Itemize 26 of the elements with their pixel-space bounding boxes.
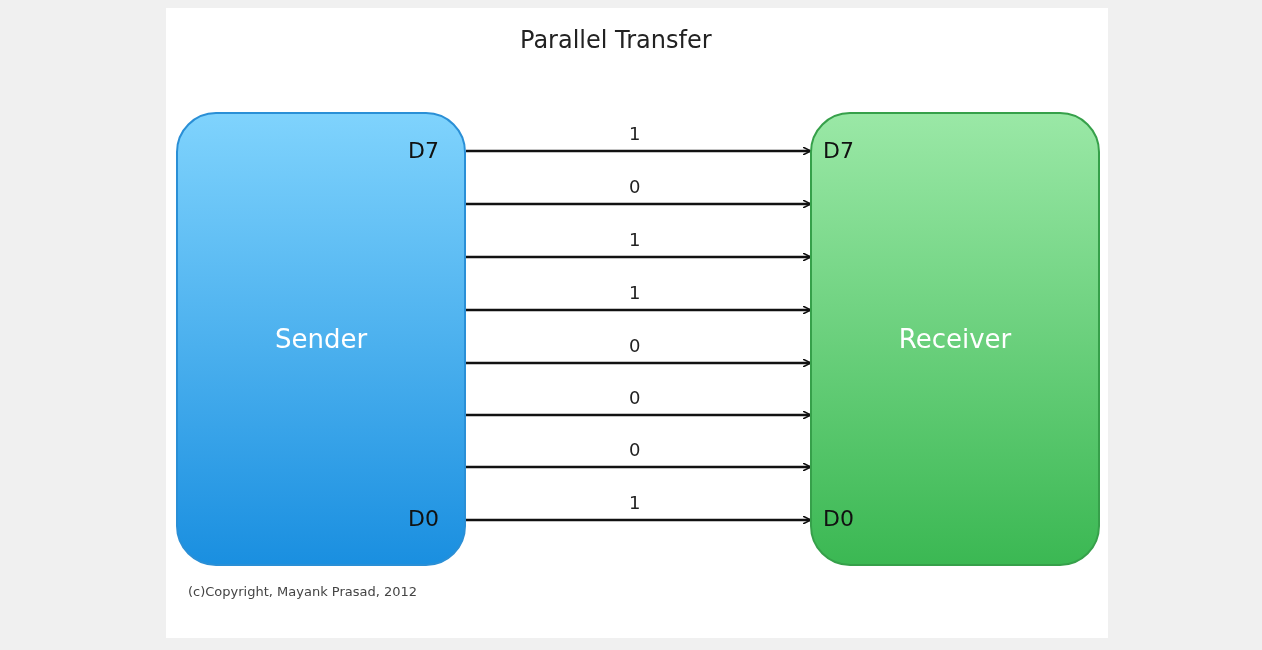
edge-label: 0 bbox=[629, 387, 641, 408]
arrow bbox=[466, 515, 812, 525]
pin-label: D7 bbox=[823, 138, 854, 163]
arrow bbox=[466, 305, 812, 315]
box-label: Receiver bbox=[898, 324, 1012, 354]
receiver-box bbox=[810, 112, 1100, 566]
arrow bbox=[466, 358, 812, 368]
edge-label: 1 bbox=[629, 123, 641, 144]
arrow bbox=[466, 199, 812, 209]
edge-label: 0 bbox=[629, 176, 641, 197]
edge-label: 1 bbox=[629, 229, 641, 250]
pin-label: D0 bbox=[408, 506, 439, 531]
arrow bbox=[466, 410, 812, 420]
edge-label: 1 bbox=[629, 492, 641, 513]
edge-label: 1 bbox=[629, 282, 641, 303]
sender-box bbox=[176, 112, 466, 566]
arrow bbox=[466, 252, 812, 262]
title: Parallel Transfer bbox=[520, 26, 712, 54]
pin-label: D0 bbox=[823, 506, 854, 531]
pin-label: D7 bbox=[408, 138, 439, 163]
copyright-note: (c)Copyright, Mayank Prasad, 2012 bbox=[188, 584, 418, 599]
box-label: Sender bbox=[274, 324, 368, 354]
arrow bbox=[466, 146, 812, 156]
edge-label: 0 bbox=[629, 439, 641, 460]
arrow bbox=[466, 462, 812, 472]
edge-label: 0 bbox=[629, 335, 641, 356]
